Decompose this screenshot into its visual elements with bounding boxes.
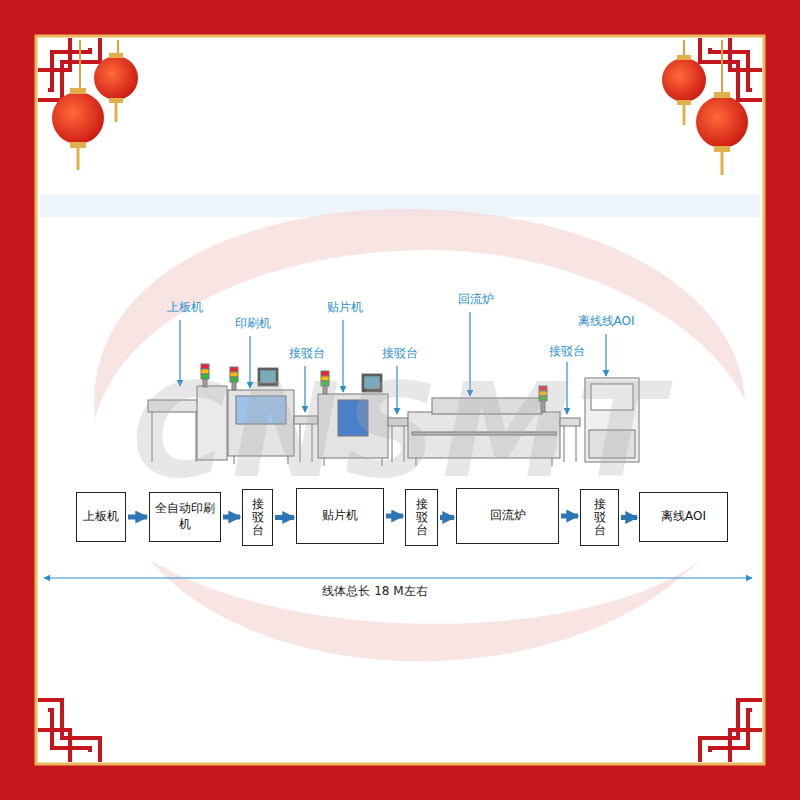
watermark: CNSMT: [132, 355, 668, 507]
flow-arrow: [386, 514, 403, 519]
process-box: 上板机: [76, 492, 126, 542]
process-box: 全自动印刷机: [149, 492, 221, 542]
callout-label: 贴片机: [327, 299, 363, 316]
box-text: 接驳台: [416, 498, 428, 538]
box-text: 贴片机: [322, 508, 358, 524]
flow-arrow: [440, 515, 454, 520]
box-text: 回流炉: [490, 508, 526, 524]
process-box: 接驳台: [405, 489, 438, 546]
callout-label: 回流炉: [458, 291, 494, 308]
callout-label: 接驳台: [549, 343, 585, 360]
process-box: 离线AOI: [639, 492, 728, 542]
process-box: 贴片机: [296, 488, 384, 544]
process-box: 接驳台: [580, 489, 619, 546]
flow-arrow: [621, 515, 637, 520]
flow-arrow: [275, 515, 294, 520]
callout-label: 离线线AOI: [578, 313, 635, 330]
box-text: 接驳台: [594, 498, 606, 538]
dimension-label: 线体总长 18 M左右: [319, 583, 430, 600]
flow-arrow: [223, 515, 240, 520]
process-box: 回流炉: [456, 488, 559, 544]
flow-arrow: [561, 514, 578, 519]
callout-label: 接驳台: [382, 345, 418, 362]
flow-arrow: [128, 515, 147, 520]
callout-label: 接驳台: [289, 345, 325, 362]
process-box: 接驳台: [242, 489, 273, 546]
box-text: 离线AOI: [661, 509, 706, 525]
box-text: 上板机: [83, 509, 119, 525]
callout-label: 上板机: [167, 299, 203, 316]
box-text: 全自动印刷机: [154, 501, 216, 532]
box-text: 接驳台: [252, 498, 264, 538]
callout-label: 印刷机: [235, 315, 271, 332]
